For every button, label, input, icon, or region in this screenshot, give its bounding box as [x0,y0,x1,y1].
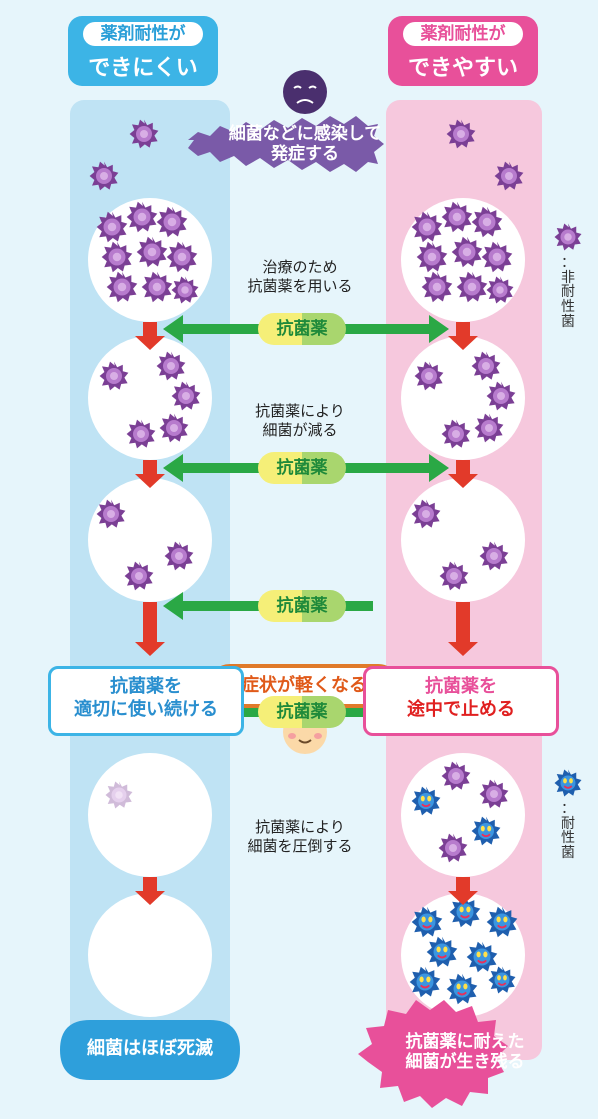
infection-banner-shape [188,116,384,172]
legend-nonresistant-label: ：非耐性菌 [561,255,575,330]
left-header: 薬剤耐性が できにくい [68,16,218,86]
step2-caption-line1: 抗菌薬により [255,402,345,420]
left-action-line2: 適切に使い続ける [74,699,218,721]
left-result-text: 細菌はほぼ死滅 [87,1038,213,1059]
step3-antibiotic-pill: 抗菌薬 [258,590,346,622]
right-header-line2: できやすい [407,56,518,81]
right-result-line1: 抗菌薬に耐えた [405,1032,525,1052]
step2-caption: 抗菌薬により 細菌が減る [220,402,380,440]
legend-resistant-label: ：耐性菌 [561,801,575,862]
step4-caption: 抗菌薬により 細菌を圧倒する [220,818,380,856]
left-header-line2: できにくい [88,56,198,81]
right-action-line1: 抗菌薬を [425,676,497,697]
step4-caption-line1: 抗菌薬により [255,818,345,836]
step2-caption-line2: 細菌が減る [262,420,338,439]
left-result-shape [60,1020,240,1080]
right-result-line2: 細菌が生き残る [405,1052,525,1073]
step1-caption: 治療のため 抗菌薬を用いる [220,258,380,296]
step4-caption-line2: 細菌を圧倒する [247,836,353,855]
infection-line1: 細菌などに感染して [228,124,382,144]
left-header-line1: 薬剤耐性が [83,22,203,46]
symptom-bubble-text: 症状が軽くなる [241,675,367,696]
right-action-box: 抗菌薬を 途中で止める [363,666,559,736]
right-result-text: 抗菌薬に耐えた 細菌が生き残る [380,1032,550,1073]
legend-resistant-icon [553,768,583,798]
infection-banner-text: 細菌などに感染して 発症する [200,124,410,165]
right-action-line2: 途中で止める [407,699,515,721]
step1-caption-line1: 治療のため [262,258,338,276]
left-action-line1: 抗菌薬を [110,676,182,697]
legend-nonresistant-icon [554,223,582,251]
right-header: 薬剤耐性が できやすい [388,16,538,86]
right-result-shape [358,1000,508,1108]
step2-antibiotic-pill: 抗菌薬 [258,452,346,484]
step4-antibiotic-pill: 抗菌薬 [258,696,346,728]
left-action-box: 抗菌薬を 適切に使い続ける [48,666,244,736]
infection-line2: 発症する [271,144,339,165]
worried-face-icon [283,70,327,114]
step1-caption-line2: 抗菌薬を用いる [247,276,353,295]
step1-antibiotic-pill: 抗菌薬 [258,313,346,345]
red-down-arrows [135,322,478,905]
right-header-line1: 薬剤耐性が [403,22,523,46]
